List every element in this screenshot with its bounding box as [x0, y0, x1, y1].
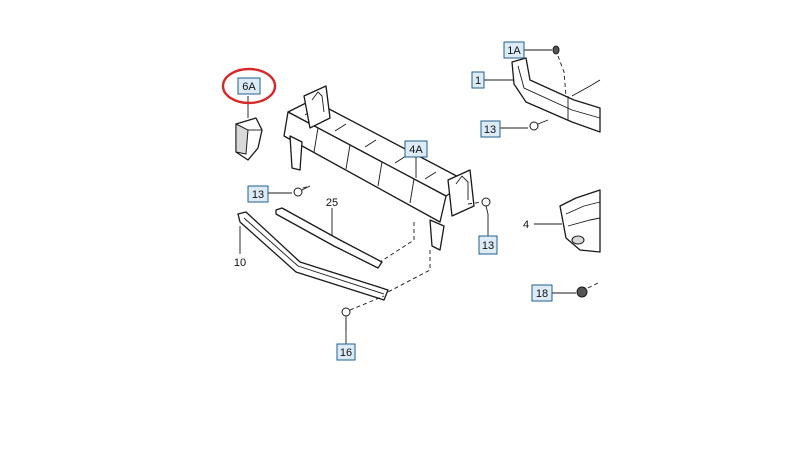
alignment-line-1: [379, 222, 415, 263]
label-13-right: 13: [482, 240, 494, 252]
bolt-13-right: [481, 197, 491, 215]
callout-1a: 1A: [503, 41, 525, 59]
part-10-lower-strip: [237, 211, 389, 301]
bolt-13-left: [293, 185, 311, 197]
label-18: 18: [536, 288, 548, 300]
callout-13-left: 13: [247, 185, 269, 203]
curve-1a: [571, 79, 601, 97]
callout-4a: 4A: [404, 140, 428, 158]
alignment-line-4: [467, 201, 483, 205]
label-10: 10: [234, 257, 246, 269]
part-25-strip: [275, 207, 383, 269]
callout-13-right: 13: [478, 235, 498, 255]
part-4-lamp-housing: [559, 189, 601, 253]
callout-6a: 6A: [237, 77, 261, 95]
alignment-line-1a: [557, 55, 567, 97]
highlight-circle-6a: [221, 67, 277, 105]
callout-1: 1: [471, 71, 485, 89]
alignment-line-16: [349, 295, 385, 311]
label-4: 4: [523, 219, 529, 231]
callout-18: 18: [531, 284, 553, 302]
label-6a: 6A: [242, 81, 256, 93]
label-4a: 4A: [409, 144, 423, 156]
bumper-reinforcement-beam: [283, 85, 475, 251]
callout-16: 16: [336, 343, 356, 361]
label-16: 16: [340, 347, 352, 359]
label-25: 25: [326, 197, 338, 209]
fastener-18: [576, 286, 588, 298]
part-1-upper-bracket: [511, 57, 601, 133]
callout-13-upper: 13: [480, 120, 501, 138]
label-1: 1: [475, 75, 481, 87]
part-6a-bracket: [235, 117, 263, 161]
alignment-line-2: [387, 250, 431, 293]
alignment-line-18: [587, 281, 601, 289]
label-13-left: 13: [252, 189, 264, 201]
nut-1a: [552, 45, 560, 55]
bolt-13-upper: [529, 119, 549, 131]
label-1a: 1A: [507, 45, 521, 57]
label-13-upper: 13: [484, 124, 496, 136]
